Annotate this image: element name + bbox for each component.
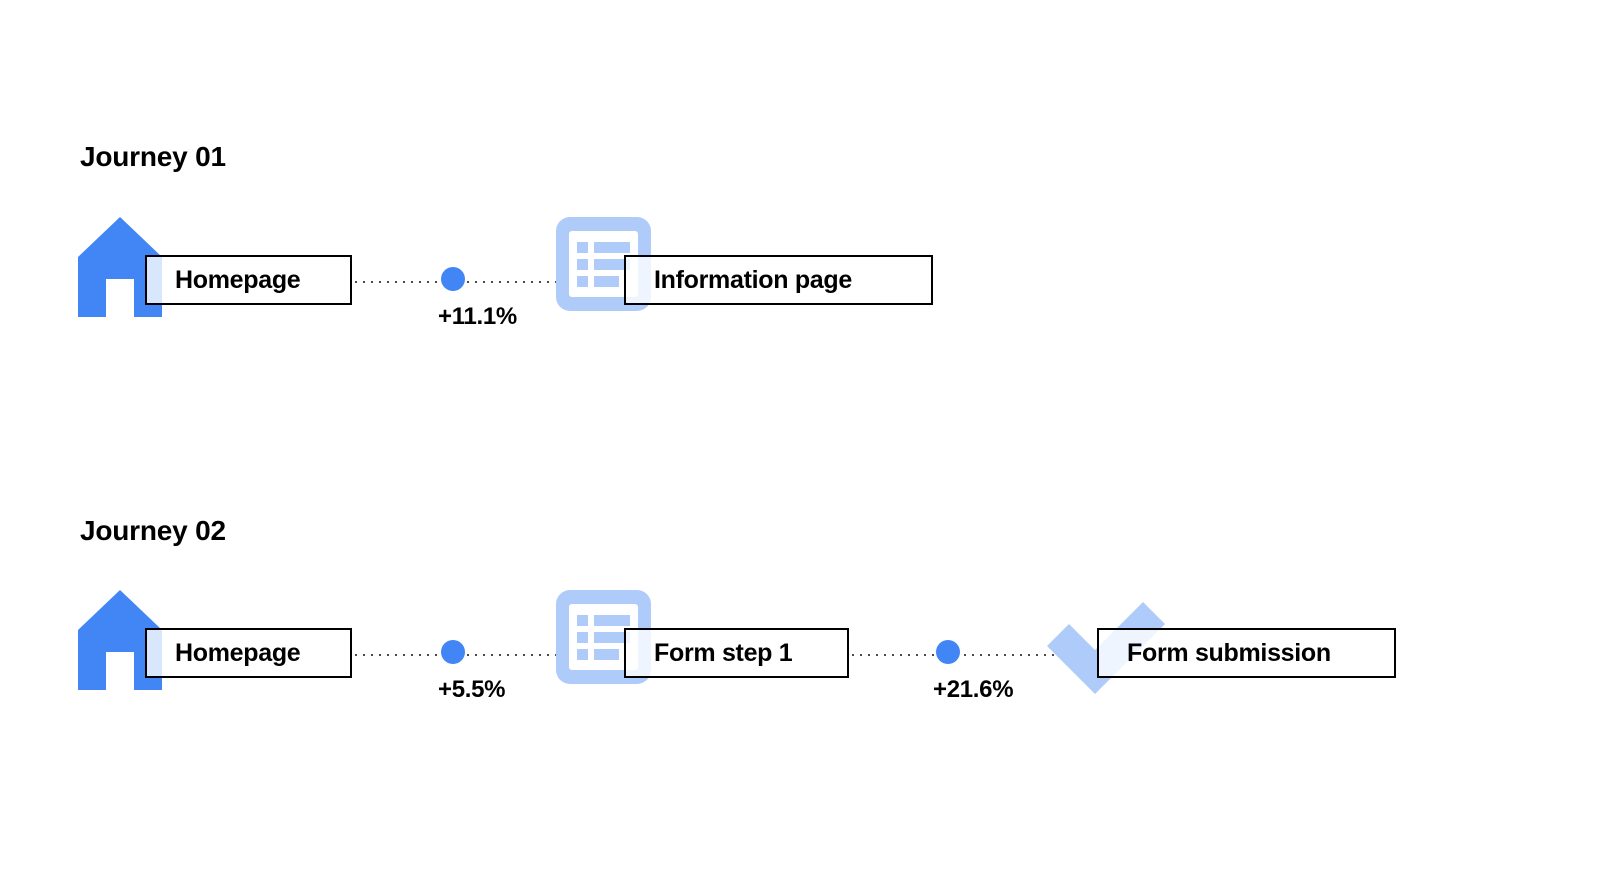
transition-node-j1-1[interactable]: +11.1% [438, 267, 517, 331]
step-label: Homepage [175, 638, 301, 667]
journey-01-title: Journey 01 [80, 141, 226, 172]
step-label: Homepage [175, 265, 301, 294]
journey-01-flow: Homepage +11.1% [0, 217, 1601, 377]
journey-02-title: Journey 02 [80, 515, 226, 546]
house-icon [78, 590, 162, 690]
transition-node-j2-1[interactable]: +5.5% [438, 640, 506, 704]
house-icon [78, 217, 162, 317]
step-box-form-step-1[interactable]: Form step 1 [624, 628, 849, 678]
journey-02-flow: Homepage +5.5% [0, 590, 1601, 750]
transition-dot [441, 640, 465, 664]
transition-label: +11.1% [438, 303, 517, 330]
step-box-homepage[interactable]: Homepage [145, 628, 352, 678]
connector-j1-1 [352, 280, 632, 284]
step-box-homepage[interactable]: Homepage [145, 255, 352, 305]
transition-label: +5.5% [438, 676, 506, 703]
transition-label: +21.6% [933, 676, 1014, 703]
connector-j2-2 [849, 653, 1107, 657]
step-label: Information page [654, 265, 852, 294]
step-label: Form step 1 [654, 638, 793, 667]
step-box-information-page[interactable]: Information page [624, 255, 933, 305]
transition-dot [936, 640, 960, 664]
transition-node-j2-2[interactable]: +21.6% [933, 640, 1014, 704]
connector-j2-1 [352, 653, 632, 657]
transition-dot [441, 267, 465, 291]
step-label: Form submission [1127, 638, 1331, 667]
step-box-form-submission[interactable]: Form submission [1097, 628, 1396, 678]
